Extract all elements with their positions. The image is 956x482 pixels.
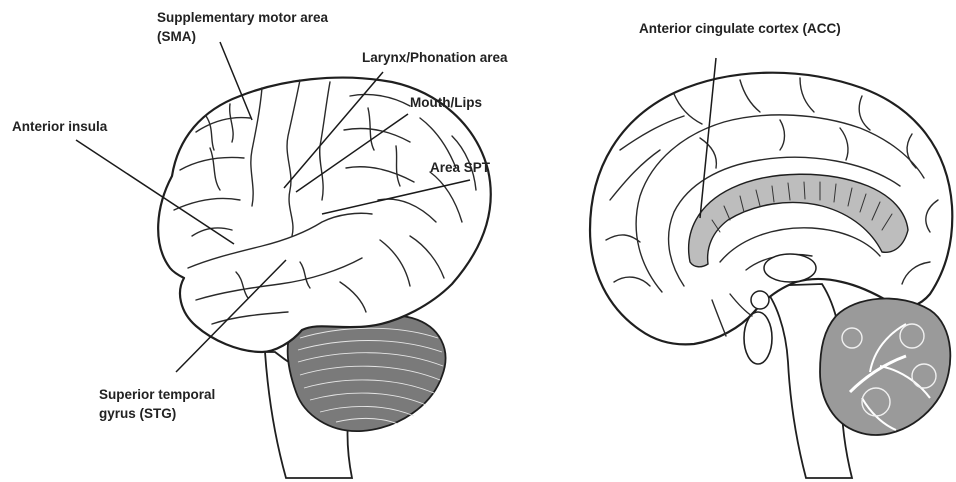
label-mouth: Mouth/Lips — [410, 95, 482, 110]
label-stg-line2: gyrus (STG) — [99, 406, 176, 421]
label-sma-line2: (SMA) — [157, 29, 196, 44]
medial-brain-view — [590, 73, 952, 478]
mammillary-body — [751, 291, 769, 309]
pons — [744, 312, 772, 364]
lateral-brain-view — [158, 78, 491, 478]
label-acc: Anterior cingulate cortex (ACC) — [639, 21, 841, 36]
thalamus — [764, 254, 816, 282]
label-stg-line1: Superior temporal — [99, 387, 215, 402]
label-sma-line1: Supplementary motor area — [157, 10, 329, 25]
label-insula: Anterior insula — [12, 119, 108, 134]
label-larynx: Larynx/Phonation area — [362, 50, 508, 65]
label-spt: Area SPT — [430, 160, 491, 175]
